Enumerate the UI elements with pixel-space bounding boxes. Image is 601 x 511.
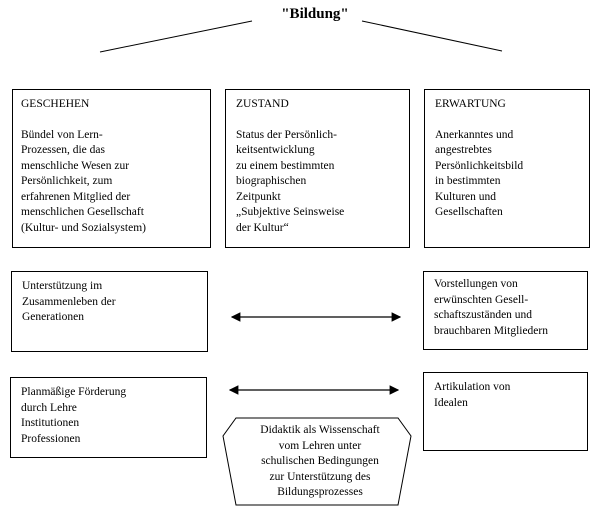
didaktik-line: vom Lehren unter — [278, 439, 362, 452]
erwartung-line: Kulturen und — [435, 190, 497, 203]
erwartung-line: in bestimmten — [435, 175, 501, 187]
zustand-line: „Subjektive Seinsweise — [236, 206, 345, 218]
box-unterstuetzung: Unterstützung im Zusammenleben der Gener… — [11, 271, 208, 352]
foerderung-line: Institutionen — [21, 417, 80, 429]
didaktik-line: schulischen Bedingungen — [261, 455, 379, 467]
box-foerderung: Planmäßige Förderung durch Lehre Institu… — [10, 377, 207, 458]
erwartung-line: Persönlichkeitsbild — [435, 159, 524, 172]
zustand-line: der Kultur“ — [236, 221, 289, 234]
geschehen-line: (Kultur- und Sozialsystem) — [21, 221, 146, 234]
zustand-heading: ZUSTAND — [236, 98, 289, 110]
foerderung-line: Planmäßige Förderung — [21, 386, 127, 398]
zustand-line: zu einem bestimmten — [236, 159, 335, 172]
zustand-line: Status der Persönlich- — [236, 128, 337, 141]
box-zustand: ZUSTAND Status der Persönlich- keitsentw… — [225, 89, 410, 248]
zustand-line: Zeitpunkt — [236, 190, 281, 203]
geschehen-line: menschliche Wesen zur — [21, 159, 130, 172]
box-artikulation: Artikulation von Idealen — [423, 372, 588, 451]
box-erwartung: ERWARTUNG Anerkanntes und angestrebtes P… — [424, 89, 590, 248]
unterstuetzung-line: Generationen — [22, 311, 84, 323]
title-left-line — [99, 20, 253, 53]
unterstuetzung-line: Zusammenleben der — [22, 295, 116, 308]
vorstellungen-line: erwünschten Gesell- — [434, 293, 529, 306]
zustand-line: keitsentwicklung — [236, 144, 315, 156]
vorstellungen-line: schaftszuständen und — [434, 309, 533, 321]
title-right-line — [361, 20, 503, 52]
geschehen-line: Prozessen, die das — [21, 144, 105, 156]
geschehen-line: menschlichen Gesellschaft — [21, 206, 144, 218]
erwartung-line: Anerkanntes und — [435, 128, 514, 141]
diagram-title: "Bildung" — [281, 6, 349, 22]
vorstellungen-line: Vorstellungen von — [434, 278, 518, 290]
didaktik-hexagon — [222, 417, 412, 506]
geschehen-line: erfahrenen Mitglied der — [21, 190, 131, 203]
artikulation-line: Idealen — [434, 396, 468, 409]
box-vorstellungen: Vorstellungen von erwünschten Gesell- sc… — [423, 271, 588, 350]
geschehen-heading: GESCHEHEN — [21, 98, 90, 110]
zustand-line: biographischen — [236, 175, 307, 187]
foerderung-line: Professionen — [21, 432, 81, 445]
unterstuetzung-line: Unterstützung im — [22, 280, 103, 292]
foerderung-line: durch Lehre — [21, 401, 77, 414]
erwartung-line: Gesellschaften — [435, 206, 503, 218]
box-geschehen: GESCHEHEN Bündel von Lern- Prozessen, di… — [12, 89, 211, 248]
didaktik-line: zur Unterstützung des — [269, 470, 371, 483]
didaktik-line: Bildungsprozesses — [277, 486, 363, 498]
geschehen-line: Persönlichkeit, zum — [21, 175, 113, 187]
didaktik-text: Didaktik als Wissenschaft vom Lehren unt… — [240, 423, 400, 501]
erwartung-heading: ERWARTUNG — [435, 98, 506, 110]
artikulation-line: Artikulation von — [434, 381, 511, 393]
didaktik-line: Didaktik als Wissenschaft — [260, 424, 380, 436]
vorstellungen-line: brauchbaren Mitgliedern — [434, 324, 548, 337]
erwartung-line: angestrebtes — [435, 144, 492, 156]
geschehen-line: Bündel von Lern- — [21, 128, 103, 141]
